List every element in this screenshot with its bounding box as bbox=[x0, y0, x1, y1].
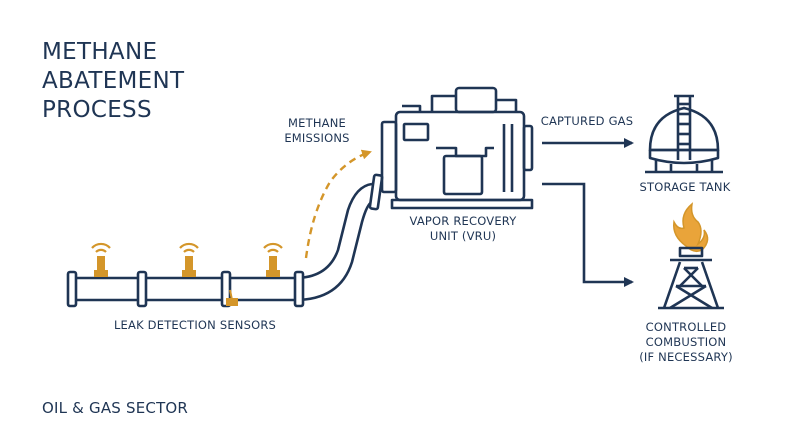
captured-gas-label: CAPTURED GAS bbox=[540, 114, 634, 128]
combustion-arrow bbox=[542, 182, 634, 287]
controlled-combustion-label: CONTROLLED COMBUSTION (IF NECESSARY) bbox=[639, 320, 733, 364]
wireless-sensor-icon bbox=[263, 242, 283, 277]
diagram-title: METHANE ABATEMENT PROCESS bbox=[42, 39, 185, 123]
wireless-sensor-icon bbox=[91, 242, 111, 277]
sector-label: OIL & GAS SECTOR bbox=[42, 399, 189, 417]
flare-tower-icon bbox=[658, 246, 724, 310]
vru-label: VAPOR RECOVERY UNIT (VRU) bbox=[409, 214, 517, 243]
pipeline-icon bbox=[66, 173, 384, 308]
flame-icon bbox=[673, 202, 709, 253]
leak-sensors-label: LEAK DETECTION SENSORS bbox=[113, 318, 277, 332]
vapor-recovery-unit-icon bbox=[380, 86, 534, 210]
wireless-sensor-icon bbox=[179, 242, 199, 277]
underside-sensor-icon bbox=[226, 289, 238, 306]
methane-emissions-arrow bbox=[304, 149, 372, 259]
storage-tank-label: STORAGE TANK bbox=[639, 180, 731, 194]
storage-tank-icon bbox=[645, 94, 723, 174]
methane-emissions-label: METHANE EMISSIONS bbox=[284, 116, 350, 145]
